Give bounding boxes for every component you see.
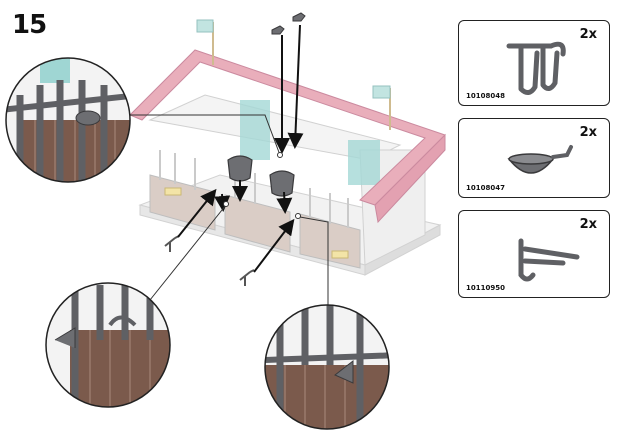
zoom-detail-top [5, 57, 131, 183]
part-card-holder: 2x 10110950 [458, 210, 610, 298]
right-flag [372, 85, 391, 130]
callout-point [223, 201, 229, 207]
part-code: 10110950 [466, 284, 505, 292]
part-code: 10108048 [466, 92, 505, 100]
stable-roof [129, 49, 446, 206]
installed-feed-racks [227, 155, 295, 197]
part-code: 10108047 [466, 184, 505, 192]
zoom-detail-left [45, 282, 171, 408]
teal-panel [240, 100, 270, 160]
teal-panel [348, 140, 380, 185]
part-quantity: 2x [579, 217, 597, 232]
part-card-bowl: 2x 10108047 [458, 118, 610, 198]
name-plaque [164, 187, 182, 196]
feed-bowl-icon [507, 145, 573, 174]
left-flag [196, 19, 214, 65]
floating-hooks [271, 12, 306, 35]
callout-point [295, 213, 301, 219]
step-number: 15 [12, 10, 47, 40]
part-quantity: 2x [579, 27, 597, 42]
assembly-arrows [177, 24, 304, 273]
callout-leaders [128, 114, 329, 318]
callout-point [277, 152, 283, 158]
name-plaque [331, 250, 349, 259]
floating-holders [164, 235, 255, 286]
hook-holder-icon [518, 238, 580, 282]
zoom-detail-right [264, 304, 390, 430]
part-quantity: 2x [579, 125, 597, 140]
double-hook-bracket-icon [506, 41, 566, 95]
part-card-bracket: 2x 10108048 [458, 20, 610, 106]
